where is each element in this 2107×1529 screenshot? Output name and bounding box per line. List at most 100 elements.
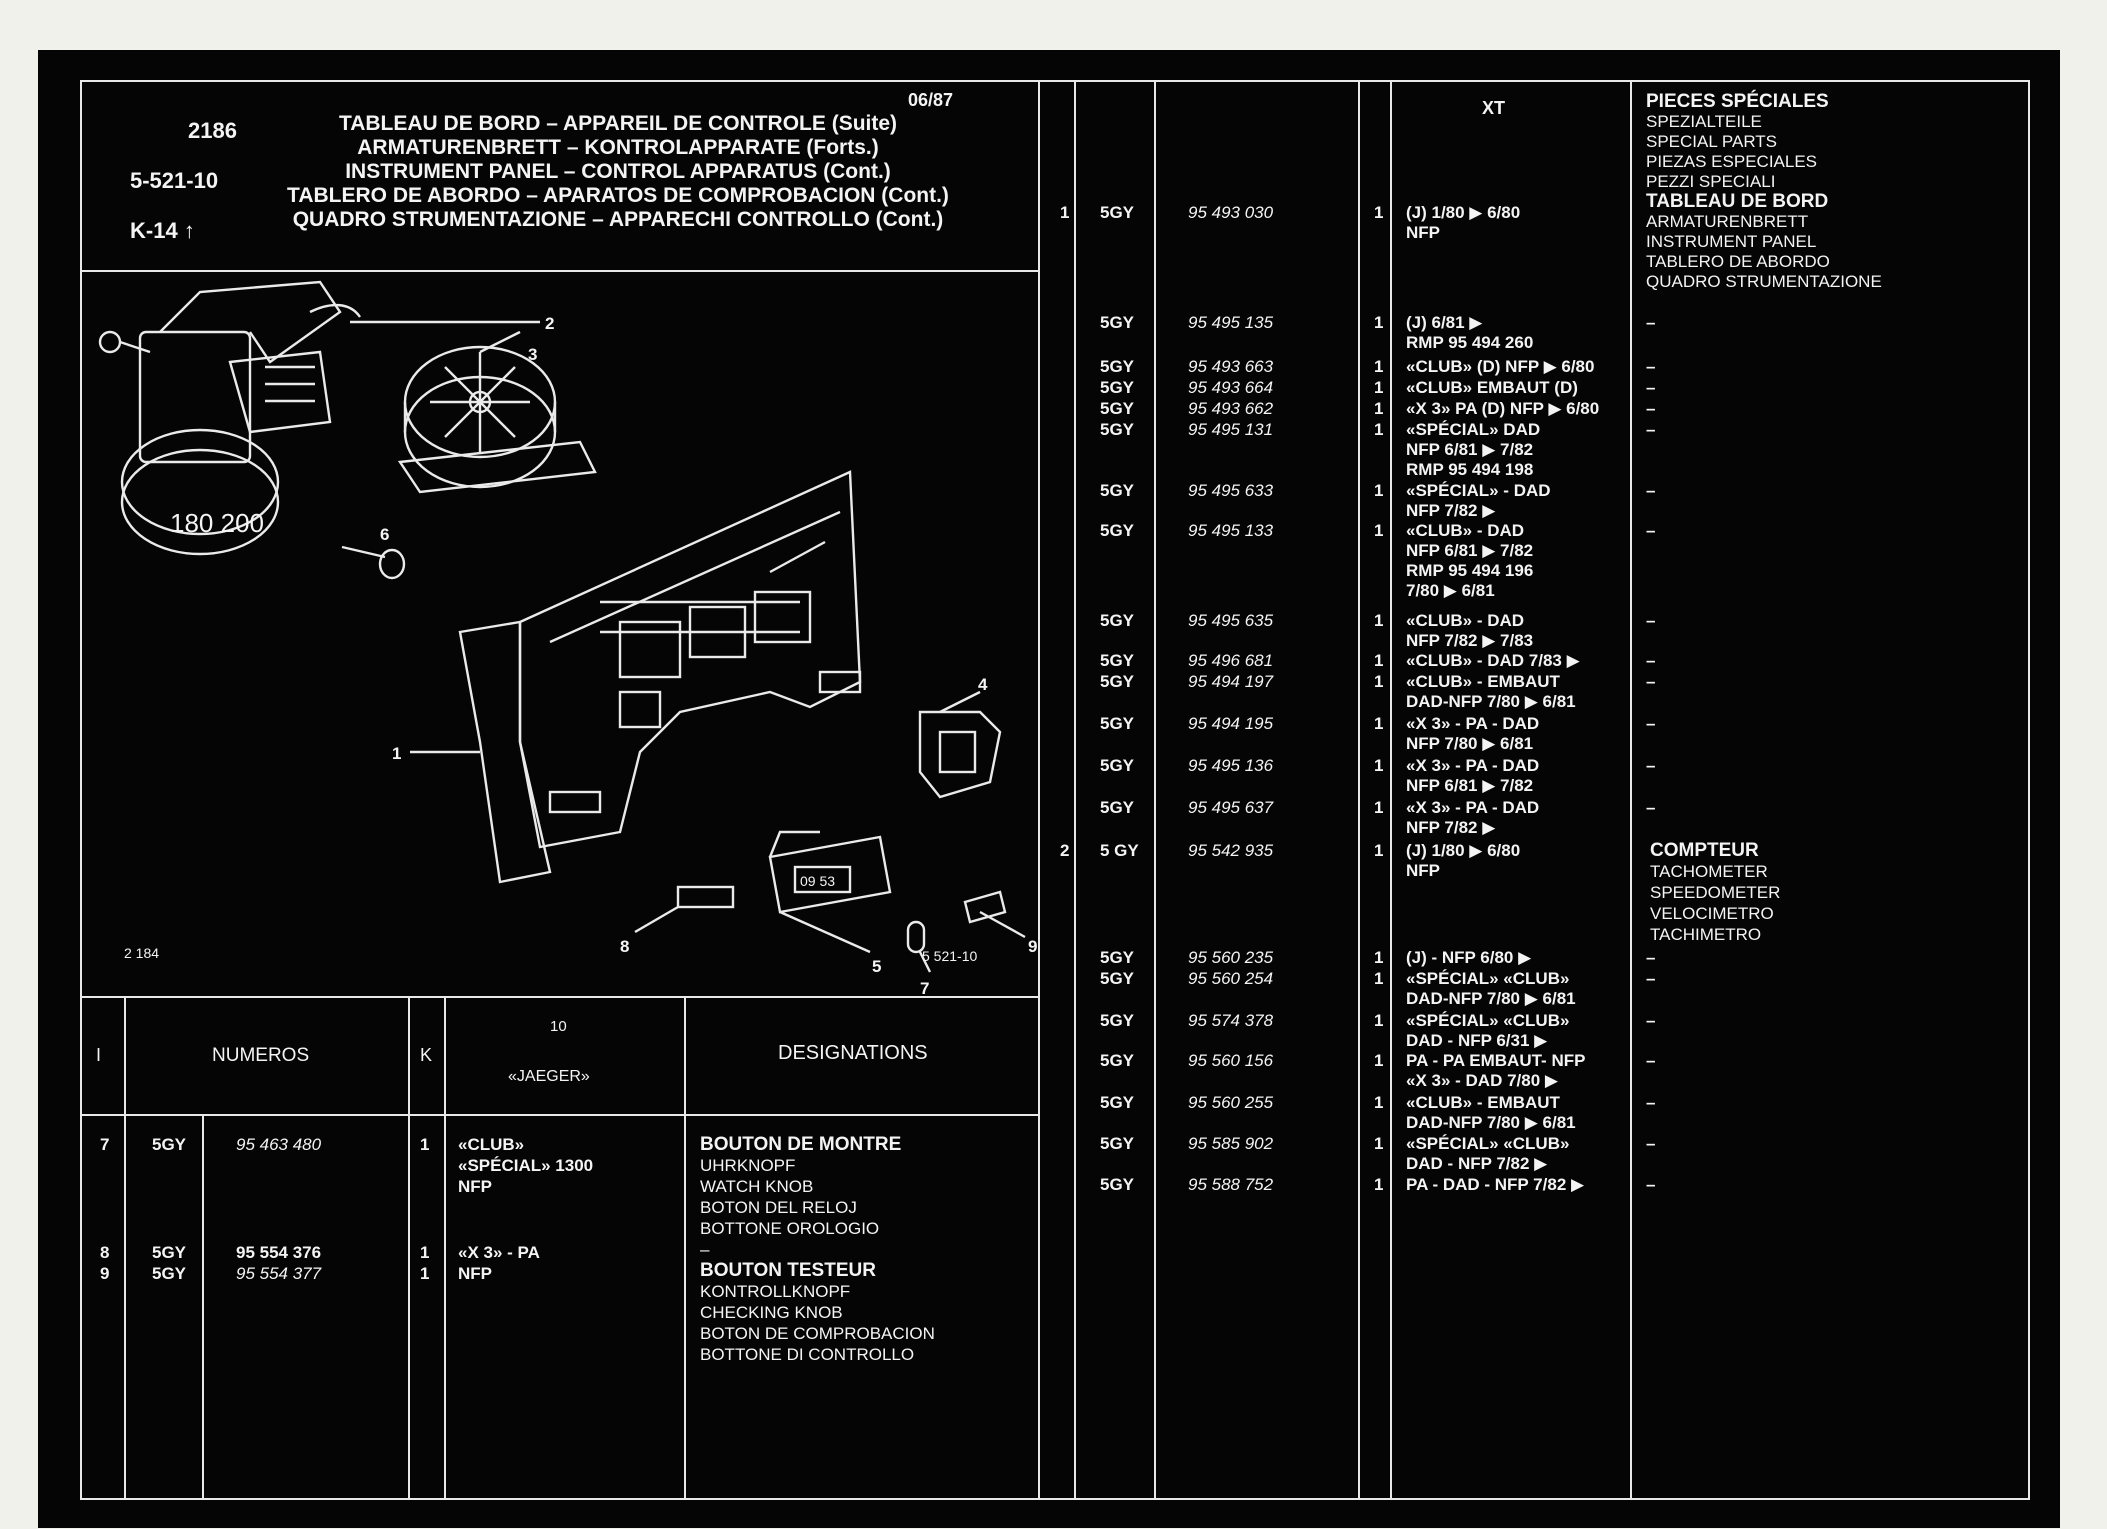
section-ref: 5-521-10 [130,168,219,193]
row-qty: 1 [1374,798,1384,817]
k-ref: K-14 ↑ [130,218,195,243]
row-prefix: 5GY [1100,756,1135,775]
callout-9: 9 [1028,937,1037,956]
left-panel-divider [1038,80,1040,1500]
digital-display-drawing [768,830,892,914]
row-application: NFP 7/82 ▶ [1406,818,1496,837]
row-application: «CLUB» - DAD [1406,611,1525,630]
left-k-divider [444,996,446,1500]
row-application: DAD - NFP 7/82 ▶ [1406,1154,1548,1173]
row-application: «CLUB» - EMBAUT [1406,672,1560,691]
row-part-number: 95 493 663 [1188,357,1274,376]
row-prefix: 5GY [1100,378,1135,397]
col-designations-header: DESIGNATIONS [778,1042,928,1064]
application-column-divider [1630,80,1632,1500]
table-row: «SPÉCIAL» 1300 [38,1155,2060,1177]
row-prefix: 5GY [1100,203,1135,222]
row-index: 1 [1060,203,1070,222]
row-prefix: 5GY [1100,948,1135,967]
index-column-divider [1074,80,1076,1500]
row-qty: 1 [1374,841,1384,860]
row-qty: 1 [1374,399,1384,418]
gauge-scale-text: 180 200 [170,508,264,538]
row-application: «X 3» - PA [458,1243,540,1262]
row-application: DAD-NFP 7/80 ▶ 6/81 [1406,1113,1576,1132]
designation-line: BOTON DEL RELOJ [700,1198,857,1217]
row-note: – [1646,399,1656,418]
row-qty: 1 [1374,1011,1384,1030]
row-application: «X 3» - PA - DAD [1406,714,1540,733]
switch-drawing [918,710,1002,799]
callout-5: 5 [872,957,881,976]
title-it: QUADRO STRUMENTAZIONE – APPARECHI CONTRO… [292,208,944,231]
designation-line: UHRKNOPF [700,1156,796,1175]
left-number-divider [408,996,410,1500]
row-qty: 1 [1374,203,1384,222]
row-note: – [1646,1093,1656,1112]
row-application: NFP 7/80 ▶ 6/81 [1406,734,1534,753]
callout-4: 4 [978,675,988,694]
col-10-header: 10 [550,1018,567,1035]
special-title: PIECES SPÉCIALES [1646,91,1829,112]
callout-8: 8 [620,937,629,956]
row-note: – [1646,1051,1656,1070]
row-qty: 1 [1374,481,1384,500]
row-qty: 1 [1374,714,1384,733]
row-application: «X 3» - DAD 7/80 ▶ [1406,1071,1558,1090]
row-part-number: 95 494 195 [1188,714,1274,733]
group2-line: VELOCIMETRO [1650,904,1774,923]
designation-line: KONTROLLKNOPF [700,1282,851,1301]
row-prefix: 5GY [1100,1011,1135,1030]
row-qty: 1 [1374,378,1384,397]
row-part-number: 95 495 635 [1188,611,1274,630]
row-application: RMP 95 494 260 [1406,333,1534,352]
row-qty: 1 [1374,357,1384,376]
row-note: – [1646,756,1656,775]
up-arrow-icon: ↑ [183,218,195,243]
row-application: «CLUB» EMBAUT (D) [1406,378,1578,397]
designation-line: CHECKING KNOB [700,1303,843,1322]
row-part-number: 95 495 135 [1188,313,1274,332]
designation-title: BOUTON TESTEUR [700,1260,876,1281]
row-prefix: 5GY [1100,521,1135,540]
group1-line: INSTRUMENT PANEL [1646,232,1817,251]
row-qty: 1 [1374,948,1384,967]
header-bottom-line [80,270,1038,272]
col-k-header: K [420,1045,433,1065]
row-prefix: 5GY [1100,1134,1135,1153]
row-application: DAD - NFP 6/31 ▶ [1406,1031,1548,1050]
row-application: «SPÉCIAL» 1300 [458,1156,594,1175]
row-index: 9 [100,1264,110,1283]
xt-header: XT [1482,98,1506,118]
row-application: «X 3» - PA - DAD [1406,756,1540,775]
special-lang: SPECIAL PARTS [1646,132,1778,151]
row-prefix: 5GY [152,1135,187,1154]
row-index: 7 [100,1135,110,1154]
table-row: 8 5GY 95 554 376 1 «X 3» - PA [38,1242,2060,1264]
row-part-number: 95 560 235 [1188,948,1274,967]
row-prefix: 5GY [1100,357,1135,376]
left-application-divider [684,996,686,1500]
row-part-number: 95 496 681 [1188,651,1274,670]
col-jaeger-header: «JAEGER» [508,1068,590,1085]
row-part-number: 95 494 197 [1188,672,1274,691]
instrument-panel-housing-drawing [458,470,862,884]
left-index-divider [124,996,126,1500]
row-application: (J) 1/80 ▶ 6/80 [1406,841,1521,860]
col-numeros-header: NUMEROS [212,1045,310,1066]
page-code: 2186 [188,118,237,143]
row-prefix: 5GY [1100,714,1135,733]
row-application: DAD-NFP 7/80 ▶ 6/81 [1406,989,1576,1008]
row-note: – [1646,521,1656,540]
row-part-number: 95 588 752 [1188,1175,1274,1194]
left-table-header-line [80,1114,1038,1116]
